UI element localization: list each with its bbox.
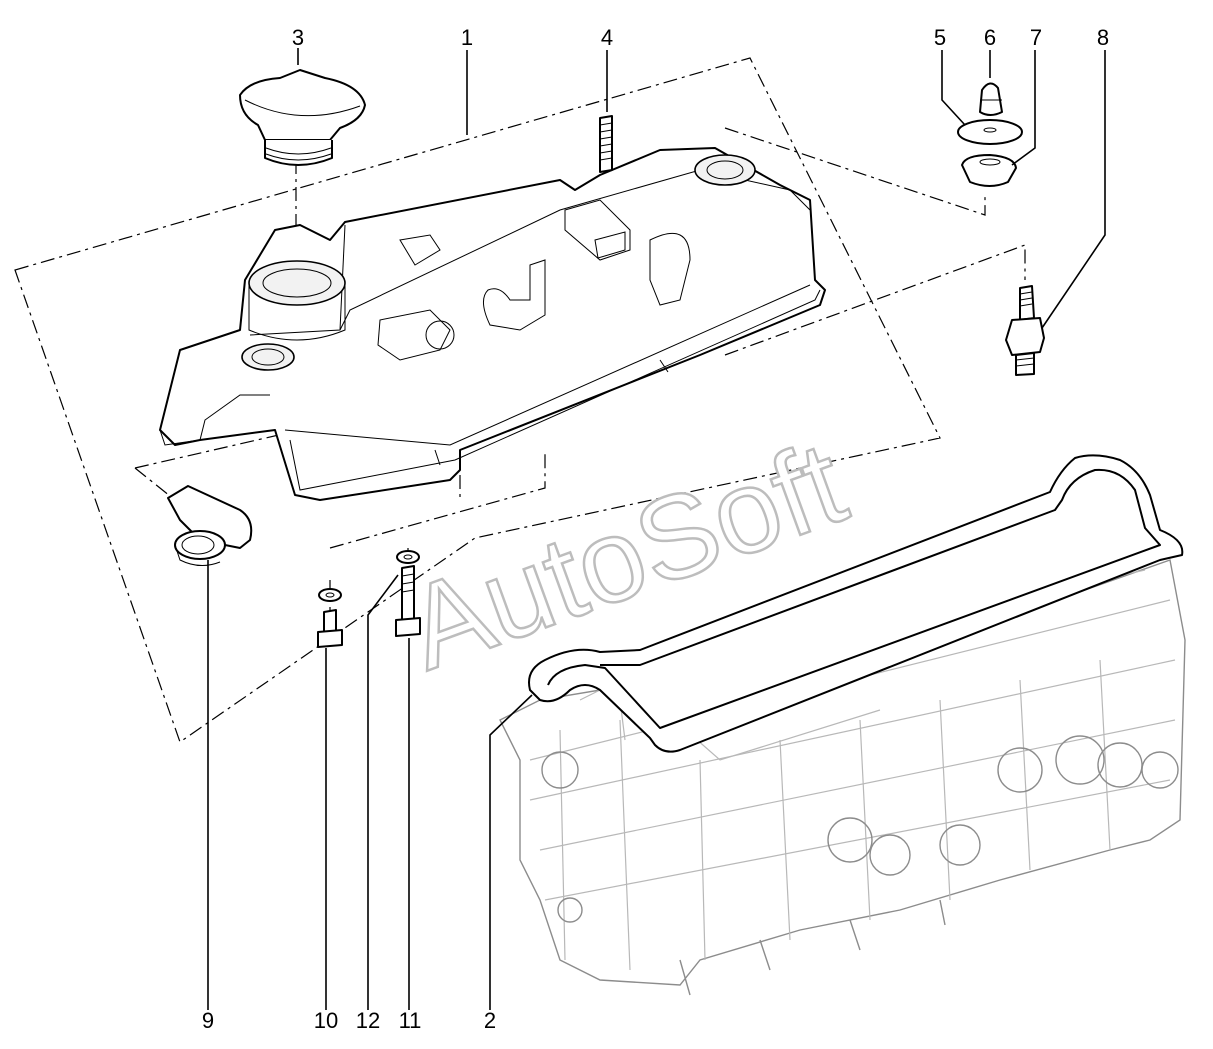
callout-7: 7	[1030, 25, 1042, 50]
callout-5: 5	[934, 25, 946, 50]
callout-12: 12	[356, 1008, 380, 1033]
washer	[957, 119, 1023, 145]
leader-lines	[207, 48, 1106, 1010]
callout-3: 3	[292, 25, 304, 50]
cap-nut	[979, 82, 1003, 116]
callout-2: 2	[484, 1008, 496, 1033]
rubber-grommet	[961, 154, 1017, 187]
callout-4: 4	[601, 25, 613, 50]
callout-10: 10	[314, 1008, 338, 1033]
stud-bolt	[599, 115, 613, 173]
bolt-short	[317, 609, 343, 648]
breather-hose	[167, 485, 253, 566]
oil-filler-cap	[239, 69, 366, 166]
callout-1: 1	[461, 25, 473, 50]
callout-9: 9	[202, 1008, 214, 1033]
valve-cover	[159, 147, 826, 501]
callout-8: 8	[1097, 25, 1109, 50]
threaded-stud	[1005, 285, 1045, 376]
callout-6: 6	[984, 25, 996, 50]
callout-labels: 1 2 3 4 5 6 7 8 9 10 12 11	[202, 25, 1109, 1033]
callout-11: 11	[399, 1008, 422, 1033]
valve-cover-gasket	[528, 454, 1184, 753]
bolt-washer	[318, 550, 420, 602]
bolt-long	[395, 565, 421, 637]
